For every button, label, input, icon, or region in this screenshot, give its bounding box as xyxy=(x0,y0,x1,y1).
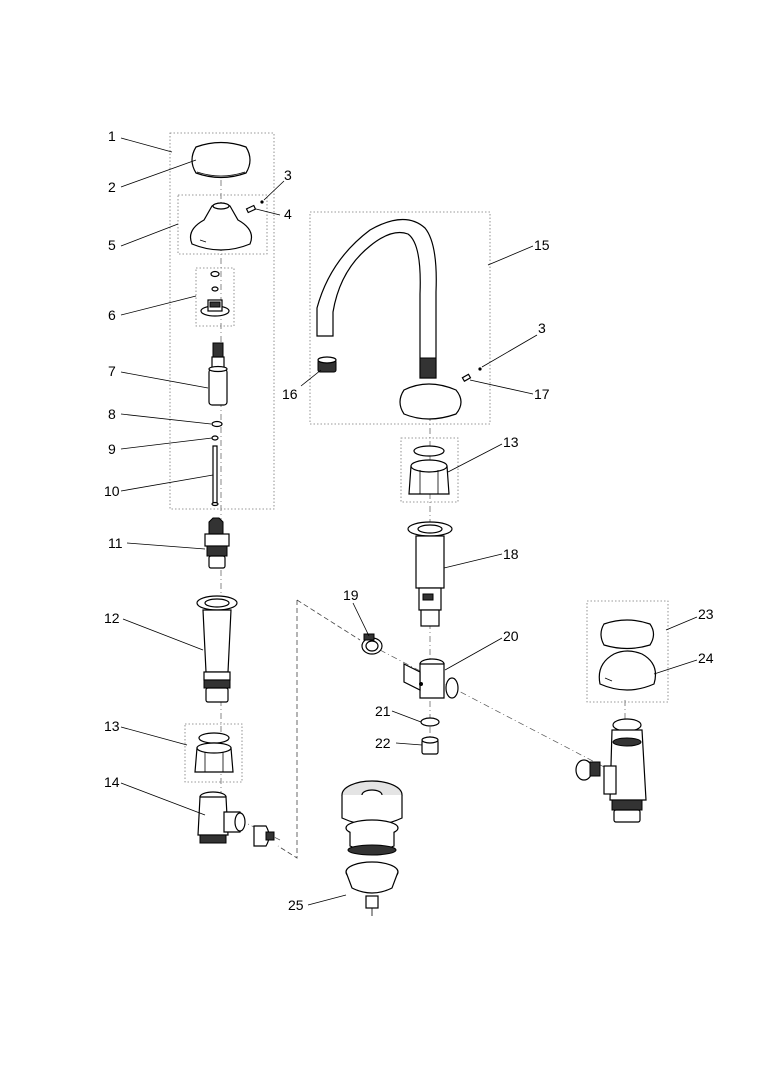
callout-6: 6 xyxy=(108,307,116,323)
aerator-16 xyxy=(317,356,337,373)
spout-15 xyxy=(316,218,462,420)
spindle-7 xyxy=(208,342,228,406)
left-handle-cap xyxy=(191,141,251,179)
nut-13a xyxy=(194,732,234,773)
callout-20: 20 xyxy=(503,628,519,644)
set-screw-17 xyxy=(461,373,472,383)
oring-21 xyxy=(420,717,440,727)
connector-19 xyxy=(361,633,383,655)
set-screw-4 xyxy=(245,204,257,214)
callout-15: 15 xyxy=(534,237,550,253)
callout-11: 11 xyxy=(108,535,123,551)
callout-17: 17 xyxy=(534,386,550,402)
callout-18: 18 xyxy=(503,546,519,562)
adapter-6 xyxy=(200,270,230,317)
left-handle-body xyxy=(189,202,253,251)
callout-23: 23 xyxy=(698,606,714,622)
right-valve-body xyxy=(575,718,647,823)
sleeve-12 xyxy=(196,595,238,703)
right-handle-cap xyxy=(600,619,655,650)
callout-8: 8 xyxy=(108,406,116,422)
callout-2: 2 xyxy=(108,179,116,195)
washer-9 xyxy=(211,435,219,441)
callout-3a: 3 xyxy=(284,167,292,183)
callout-5: 5 xyxy=(108,237,116,253)
drain-25 xyxy=(341,780,403,916)
washer-8 xyxy=(211,420,223,428)
callout-13a: 13 xyxy=(104,718,120,734)
plug-22 xyxy=(421,736,439,755)
cartridge-11 xyxy=(204,517,230,569)
nut-13b xyxy=(408,445,450,495)
callout-14: 14 xyxy=(104,774,120,790)
valve-body-14 xyxy=(197,791,275,847)
leader-lines xyxy=(120,137,698,906)
callout-24: 24 xyxy=(698,650,714,666)
callout-9: 9 xyxy=(108,441,116,457)
screw-dot-3b xyxy=(478,367,482,371)
connection-hose xyxy=(277,599,361,859)
callout-4: 4 xyxy=(284,206,292,222)
tee-20 xyxy=(403,658,459,699)
callout-19: 19 xyxy=(343,587,359,603)
grouping-boxes xyxy=(169,132,669,783)
callout-13b: 13 xyxy=(503,434,519,450)
callout-21: 21 xyxy=(375,703,391,719)
callout-10: 10 xyxy=(104,483,120,499)
rod-10 xyxy=(211,445,219,507)
callout-labels: 1 2 3 4 5 6 7 8 9 10 11 12 13 14 15 3 16… xyxy=(104,128,714,913)
right-handle-body xyxy=(598,650,657,691)
callout-22: 22 xyxy=(375,735,391,751)
screw-dot-3a xyxy=(260,200,264,204)
callout-7: 7 xyxy=(108,363,116,379)
callout-12: 12 xyxy=(104,610,120,626)
callout-3b: 3 xyxy=(538,320,546,336)
callout-1: 1 xyxy=(108,128,116,144)
callout-16: 16 xyxy=(282,386,298,402)
shank-18 xyxy=(407,521,453,627)
callout-25: 25 xyxy=(288,897,304,913)
